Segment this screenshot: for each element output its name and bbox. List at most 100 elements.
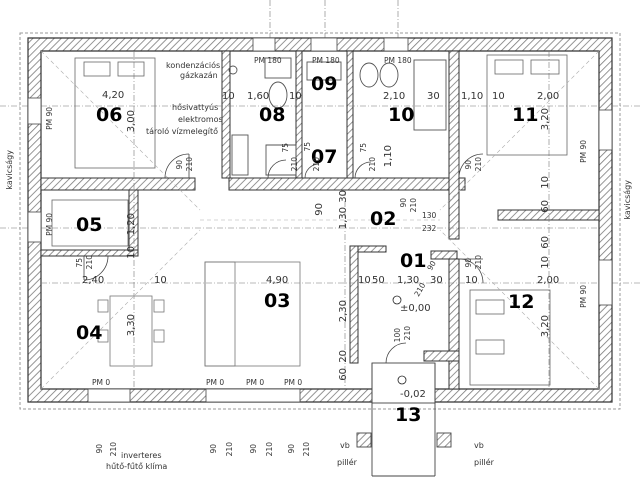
- dim-h-9a: 10: [289, 91, 302, 102]
- dim-v-4: 3,30: [126, 314, 137, 337]
- note-climate-1: inverteres: [121, 451, 162, 460]
- room-label-04: 04: [76, 322, 103, 344]
- room-label-01: 01: [400, 250, 427, 272]
- dim-h-3: 4,90: [266, 275, 289, 286]
- dim-v-10: 1,10: [383, 145, 394, 168]
- dim-v-3c: 60: [338, 368, 349, 381]
- door-mark-5b: 210: [85, 255, 94, 270]
- room-label-05: 05: [76, 214, 103, 236]
- door-swings: [83, 153, 484, 364]
- dim-v-3: 2,30: [338, 300, 349, 323]
- door-mark-7b: 210: [312, 157, 321, 172]
- room-label-10: 10: [388, 104, 415, 126]
- door-mark-8b: 210: [290, 157, 299, 172]
- bottom-mark-1a: 90: [95, 444, 104, 454]
- dim-v-5b: 10: [126, 246, 137, 259]
- door-mark-11b: 210: [474, 157, 483, 172]
- opening-pm-9: PM 180: [312, 56, 340, 65]
- bottom-mark-2a: 90: [209, 444, 218, 454]
- door-mark-7a: 75: [303, 142, 312, 152]
- living-furniture: [97, 261, 301, 367]
- dim-v-7b: 130: [422, 211, 437, 220]
- bottom-mark-1b: 210: [109, 442, 118, 457]
- door-mark-1a: 100: [393, 328, 402, 343]
- note-heater-2: elektromos: [178, 115, 223, 124]
- door-mark-2a: 90: [399, 198, 408, 208]
- dim-v-6: 3,00: [126, 110, 137, 133]
- room-label-06: 06: [96, 104, 123, 126]
- dim-h-11b: 10: [492, 91, 505, 102]
- dim-h-11a: 1,10: [461, 91, 484, 102]
- dim-h-11: 2,00: [537, 91, 560, 102]
- door-mark-1b: 210: [403, 326, 412, 341]
- note-climate-2: hűtő-fűtő klíma: [106, 462, 168, 471]
- note-pillar-left-1: vb: [340, 441, 350, 450]
- note-heater-3: tároló vízmelegítő: [146, 127, 219, 136]
- opening-pm-5: PM 90: [45, 213, 54, 236]
- room-label-09: 09: [311, 73, 338, 95]
- dim-v-2: 1,30: [338, 207, 349, 230]
- dim-h-3b: 10: [358, 275, 371, 286]
- opening-pm-10: PM 180: [384, 56, 412, 65]
- opening-pm-3b: PM 0: [246, 378, 265, 387]
- dim-h-8a: 10: [222, 91, 235, 102]
- opening-pm-3a: PM 0: [206, 378, 225, 387]
- room-label-03: 03: [264, 290, 291, 312]
- dim-h-12a: 10: [465, 275, 478, 286]
- dimension-lines: [0, 0, 640, 389]
- dim-v-7a: 90: [314, 203, 325, 216]
- dim-v-12b: 10: [540, 256, 551, 269]
- dim-v-12: 3,20: [540, 315, 551, 338]
- dim-h-1b: 30: [430, 275, 443, 286]
- dim-h-4: 2,40: [82, 275, 105, 286]
- dim-h-1: 1,30: [397, 275, 420, 286]
- door-mark-2b: 210: [409, 198, 418, 213]
- opening-pm-12: PM 90: [579, 285, 588, 308]
- level-markers: [392, 295, 407, 385]
- opening-pm-3c: PM 0: [284, 378, 303, 387]
- dim-v-11: 3,20: [540, 108, 551, 131]
- dim-v-2c: 30: [338, 190, 349, 203]
- dim-v-2a: 60: [540, 200, 551, 213]
- room-label-08: 08: [259, 104, 286, 126]
- dim-h-12: 2,00: [537, 275, 560, 286]
- room-label-13: 13: [395, 404, 422, 426]
- interior-walls: [40, 50, 600, 390]
- bottom-mark-4a: 90: [287, 444, 296, 454]
- bottom-mark-3a: 90: [249, 444, 258, 454]
- room-label-11: 11: [512, 104, 539, 126]
- dim-h-10: 2,10: [383, 91, 406, 102]
- bottom-mark-2b: 210: [225, 442, 234, 457]
- note-pillar-right-2: pillér: [474, 458, 494, 467]
- note-boiler-2: gázkazán: [180, 71, 218, 80]
- note-gravel-left: kavicságy: [5, 150, 14, 190]
- bottom-mark-4b: 210: [302, 442, 311, 457]
- dim-v-11b: 10: [540, 176, 551, 189]
- room-label-02: 02: [370, 208, 397, 230]
- level-porch: -0,02: [400, 389, 426, 400]
- door-mark-8a: 75: [281, 143, 290, 153]
- dim-v-5: 1,20: [126, 213, 137, 236]
- room-label-07: 07: [311, 146, 338, 168]
- hall-dim-2: 232: [422, 224, 437, 233]
- door-mark-12b: 210: [474, 255, 483, 270]
- door-mark-10a: 75: [359, 143, 368, 153]
- windows: [27, 37, 613, 403]
- door-mark-6a: 90: [175, 160, 184, 170]
- insulation-outline: [19, 32, 621, 410]
- dim-v-2b: 60: [540, 236, 551, 249]
- note-pillar-right-1: vb: [474, 441, 484, 450]
- dim-h-6: 4,20: [102, 90, 125, 101]
- fixtures: [228, 57, 447, 176]
- note-boiler-1: kondenzációs: [166, 61, 221, 70]
- dim-h-10b: 30: [427, 91, 440, 102]
- dim-h-8: 1,60: [247, 91, 270, 102]
- dim-v-3b: 20: [338, 350, 349, 363]
- bedroom-furniture: [51, 54, 568, 386]
- door-mark-12a: 90: [464, 258, 473, 268]
- opening-pm-6: PM 90: [45, 107, 54, 130]
- opening-pm-11: PM 90: [579, 140, 588, 163]
- note-gravel-right: kavicságy: [623, 180, 632, 220]
- opening-pm-4: PM 0: [92, 378, 111, 387]
